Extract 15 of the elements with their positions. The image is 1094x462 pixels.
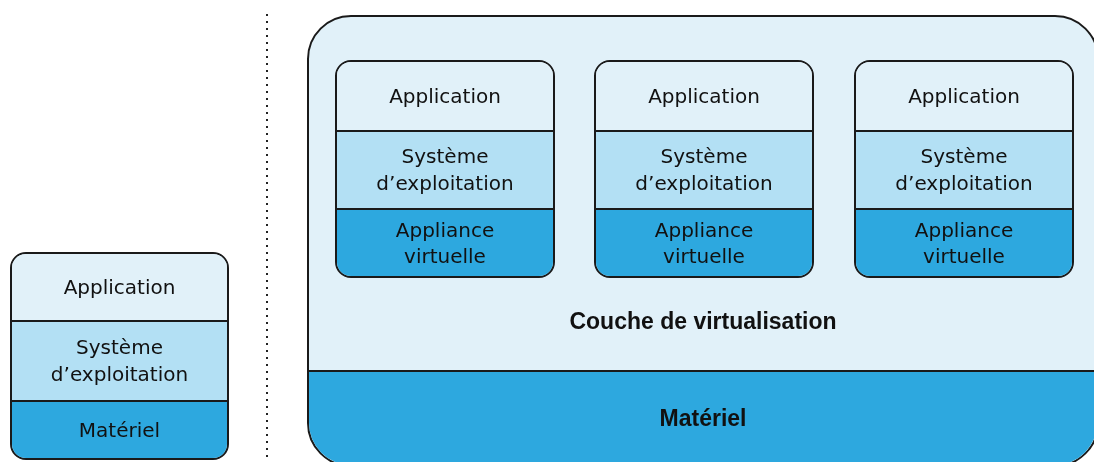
os-layer: Système d’exploitation	[596, 130, 812, 208]
hardware-layer: Appliance virtuelle	[856, 208, 1072, 276]
os-layer: Système d’exploitation	[337, 130, 553, 208]
hardware-layer: Matériel	[12, 400, 227, 458]
hardware-layer: Appliance virtuelle	[596, 208, 812, 276]
stack-box	[10, 252, 229, 460]
os-layer: Système d’exploitation	[856, 130, 1072, 208]
virtualization-host-box	[307, 15, 1094, 462]
hardware-layer: Appliance virtuelle	[337, 208, 553, 276]
layer-label: Couche de virtualisation	[568, 307, 838, 335]
hardware-layer: Matériel	[309, 370, 1094, 462]
virtual-machine-box	[594, 60, 814, 278]
virtual-machine-box	[854, 60, 1074, 278]
virtual-machine-box	[335, 60, 555, 278]
os-layer: Système d’exploitation	[12, 320, 227, 400]
